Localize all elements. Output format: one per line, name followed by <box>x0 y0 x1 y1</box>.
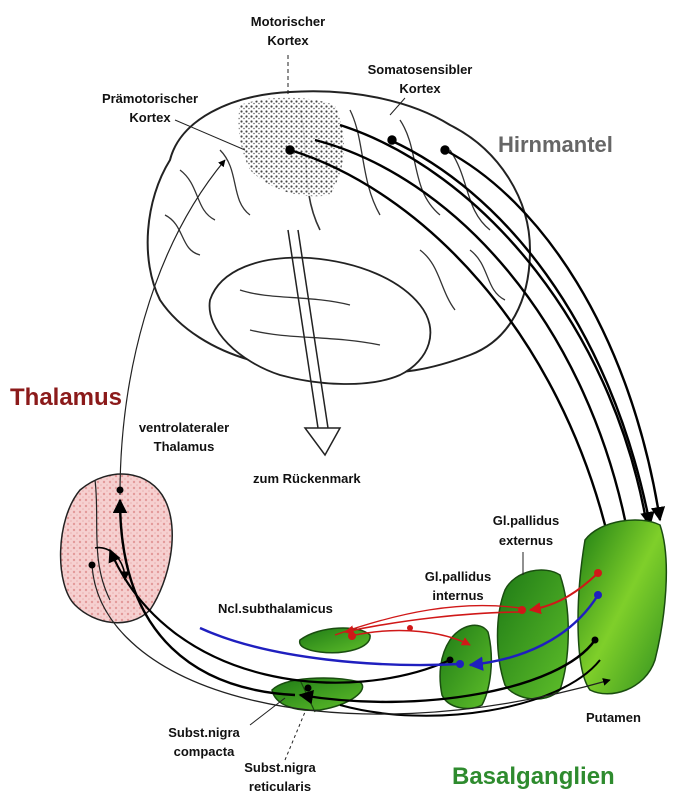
label-stn: Ncl.subthalamicus <box>218 601 333 616</box>
label-gpe-1: Gl.pallidus <box>493 513 559 528</box>
label-hirnmantel: Hirnmantel <box>498 132 613 157</box>
thalamus <box>61 474 173 623</box>
label-motor-cortex-2: Kortex <box>267 33 309 48</box>
label-putamen: Putamen <box>586 710 641 725</box>
label-vl-thalamus-1: ventrolateraler <box>139 420 229 435</box>
label-premotor-2: Kortex <box>129 110 171 125</box>
label-somatosensory-1: Somatosensibler <box>368 62 473 77</box>
label-snc-2: compacta <box>174 744 235 759</box>
brain-hemisphere <box>148 91 530 384</box>
label-premotor-1: Prämotorischer <box>102 91 198 106</box>
putamen <box>578 520 666 694</box>
label-somatosensory-2: Kortex <box>399 81 441 96</box>
subthalamic-nucleus <box>300 628 370 653</box>
label-thalamus-title: Thalamus <box>10 384 122 411</box>
leader-snc <box>250 698 285 725</box>
label-snr-2: reticularis <box>249 779 311 794</box>
label-gpi-2: internus <box>432 588 483 603</box>
label-motor-cortex-1: Motorischer <box>251 14 325 29</box>
label-snr-1: Subst.nigra <box>244 760 316 775</box>
leader-snr <box>285 712 305 760</box>
label-vl-thalamus-2: Thalamus <box>154 439 215 454</box>
label-snc-1: Subst.nigra <box>168 725 240 740</box>
label-gpe-2: externus <box>499 533 553 548</box>
label-basalganglien: Basalganglien <box>452 763 615 790</box>
label-gpi-1: Gl.pallidus <box>425 569 491 584</box>
label-spinal-cord: zum Rückenmark <box>253 471 361 486</box>
